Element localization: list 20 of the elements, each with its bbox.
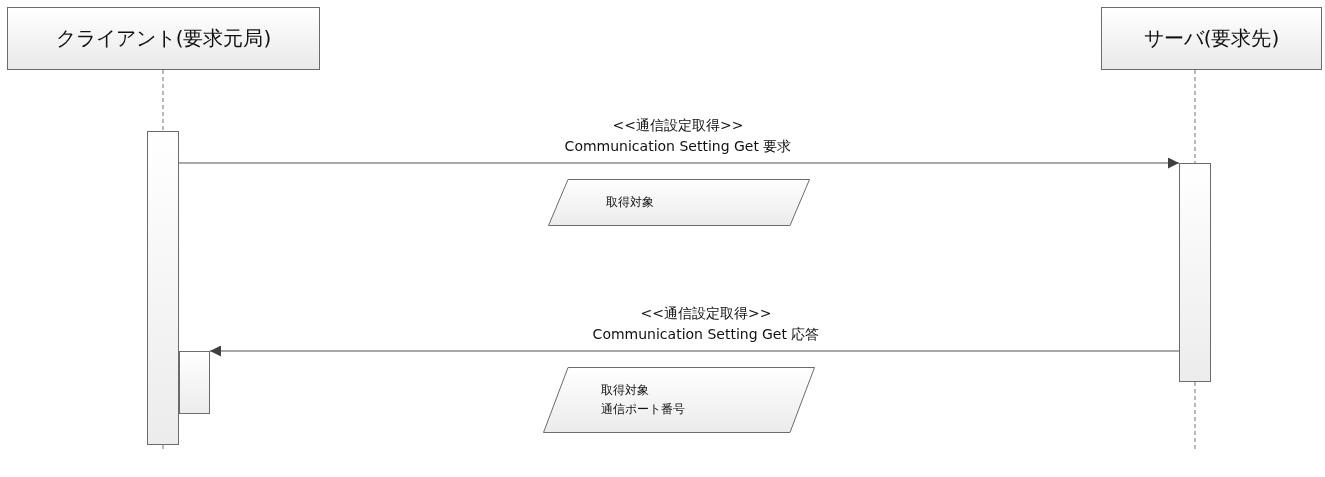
lifeline	[1194, 69, 1196, 164]
participant-name: クライアント(要求元局)	[55, 25, 272, 52]
activation-bar	[1179, 163, 1211, 382]
lifeline	[162, 444, 164, 451]
activation-bar	[179, 351, 210, 414]
lifeline	[162, 69, 164, 132]
participant-box	[1101, 7, 1322, 70]
message-arrow	[209, 345, 1180, 357]
message-arrow	[178, 157, 1180, 169]
note-text: 取得対象	[601, 382, 650, 400]
lifeline	[1194, 381, 1196, 451]
note-text: 通信ポート番号	[601, 401, 686, 418]
participant-name: サーバ(要求先)	[1143, 25, 1280, 52]
message-label: <<通信設定取得>> Communication Setting Get 応答	[592, 303, 820, 345]
participant-box	[7, 7, 320, 70]
note-text: 取得対象	[606, 194, 655, 212]
message-label: <<通信設定取得>> Communication Setting Get 要求	[564, 115, 792, 157]
activation-bar	[147, 131, 179, 445]
note-parallelogram	[543, 367, 815, 433]
note-parallelogram	[548, 179, 810, 226]
